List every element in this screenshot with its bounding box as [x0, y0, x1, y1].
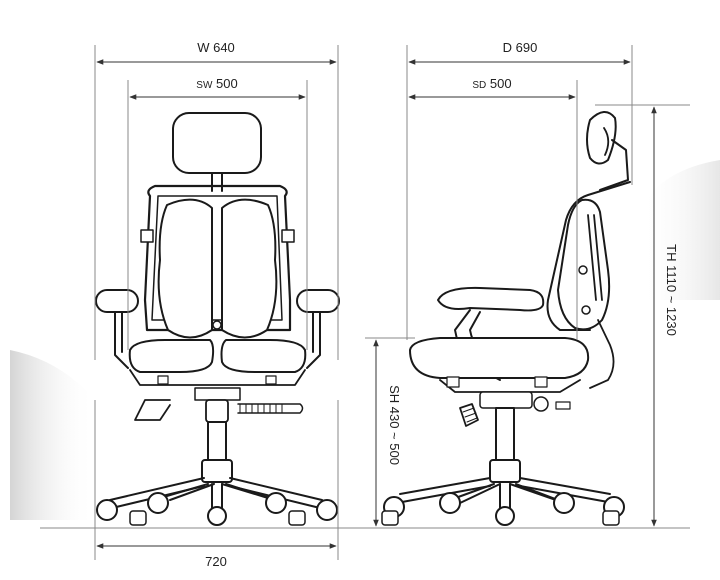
background-swoosh-left: [10, 350, 95, 520]
dimension-lines: [40, 45, 690, 560]
front-view-chair: [95, 112, 340, 526]
total-height-label: TH 1110 ~ 1230: [664, 244, 679, 336]
background-swoosh-right: [640, 160, 720, 300]
width-label: W 640: [197, 40, 235, 55]
seat-width-label: SW 500: [196, 76, 237, 91]
side-view-chair: [381, 111, 631, 526]
depth-label: D 690: [503, 40, 538, 55]
dimension-labels: W 640 SW 500 D 690 SD 500 TH 1110 ~ 1230…: [196, 40, 679, 569]
seat-height-label: SH 430 ~ 500: [387, 385, 402, 465]
base-width-label: 720: [205, 554, 227, 569]
seat-depth-label: SD 500: [472, 76, 511, 91]
